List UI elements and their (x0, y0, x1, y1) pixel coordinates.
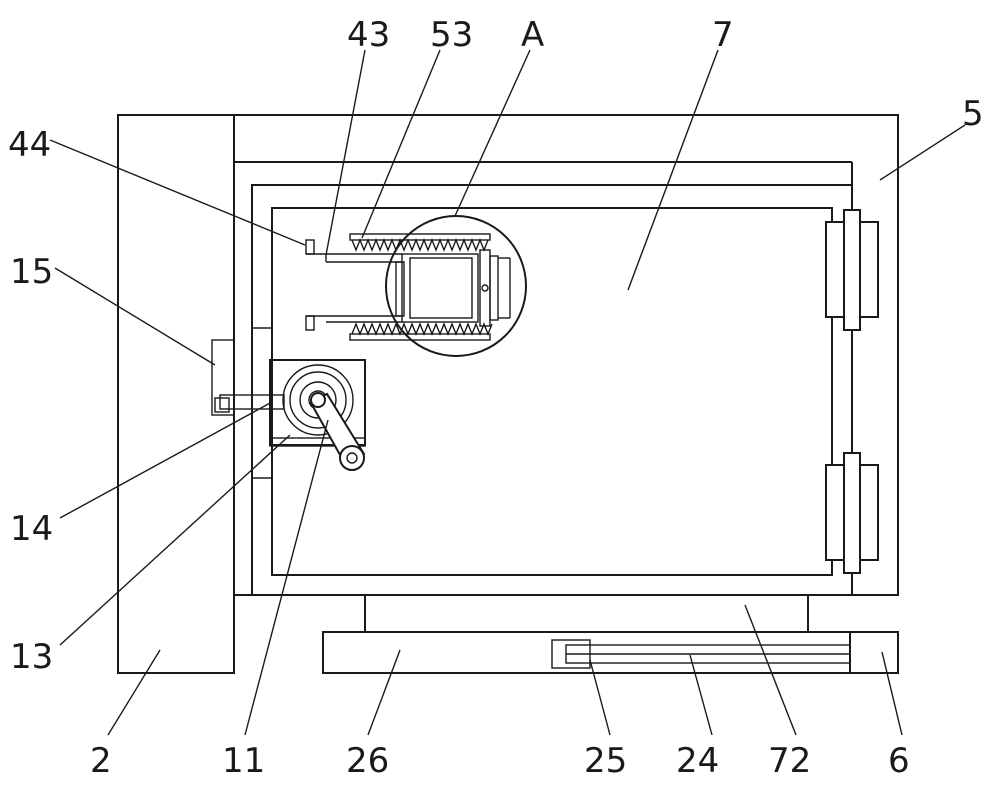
hinge-bottom (825, 452, 879, 574)
hinge-top (825, 209, 879, 331)
bracket (211, 339, 235, 416)
bottom-rail (322, 631, 899, 674)
middle-frame (251, 184, 853, 596)
base-support (364, 594, 809, 633)
label-24: 24 (676, 741, 719, 781)
label-7: 7 (712, 15, 734, 55)
spring-strip-top (349, 233, 491, 252)
label-53: 53 (430, 15, 473, 55)
latch-assembly (305, 239, 402, 331)
door-panel (271, 207, 833, 576)
label-43: 43 (347, 15, 390, 55)
label-5: 5 (962, 94, 984, 134)
lock-block (395, 249, 511, 327)
push-rod (219, 394, 285, 410)
wheel-outer (282, 364, 354, 436)
label-6: 6 (888, 741, 910, 781)
label-2: 2 (90, 741, 112, 781)
housing-base (269, 437, 366, 447)
outer-frame (233, 114, 899, 596)
label-13: 13 (10, 637, 53, 677)
label-44: 44 (8, 125, 51, 165)
wheel-ring (289, 371, 347, 429)
spring-strip-bottom (349, 322, 493, 341)
label-72: 72 (768, 741, 811, 781)
label-26: 26 (346, 741, 389, 781)
label-11: 11 (222, 741, 265, 781)
label-25: 25 (584, 741, 627, 781)
label-a: A (521, 15, 544, 55)
wheel-hub (299, 381, 337, 419)
detail-circle-a (385, 215, 527, 357)
label-14: 14 (10, 509, 53, 549)
leader-lines (49, 49, 966, 736)
label-15: 15 (10, 252, 53, 292)
crank-arm (309, 392, 366, 471)
left-post (117, 114, 235, 674)
